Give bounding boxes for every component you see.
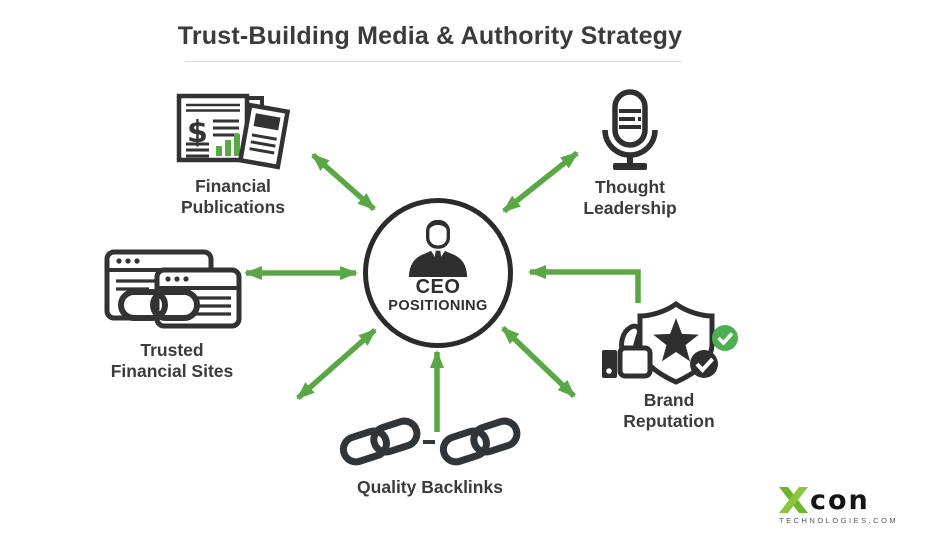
star-icon bbox=[653, 318, 699, 362]
ceo-label: CEO bbox=[415, 276, 461, 298]
trusted-financial-sites-label-line1: Trusted bbox=[140, 340, 204, 360]
thought-leadership-label-line2: Leadership bbox=[583, 197, 677, 218]
businessman-icon bbox=[408, 219, 468, 277]
quality-backlinks-label: Quality Backlinks bbox=[357, 477, 503, 497]
trusted-financial-sites-label-line2: Financial Sites bbox=[110, 360, 234, 381]
dark-check-icon bbox=[690, 350, 718, 378]
arrow-bottom-left bbox=[296, 327, 377, 401]
green-check-icon bbox=[712, 325, 738, 351]
node-brand-reputation: Brand Reputation bbox=[593, 298, 745, 431]
arrow-brand-reputation-elbow bbox=[528, 265, 641, 303]
financial-publications-icon: $ bbox=[176, 93, 291, 170]
thought-leadership-label-line1: Thought bbox=[595, 177, 665, 197]
linked-browsers-icon bbox=[104, 249, 242, 329]
logo-x-icon bbox=[779, 487, 808, 513]
chain-links-icon bbox=[339, 417, 521, 466]
brand-reputation-label-line2: Reputation bbox=[623, 410, 715, 431]
node-trusted-financial-sites: Trusted Financial Sites bbox=[90, 248, 254, 381]
shield-reputation-icon bbox=[602, 300, 738, 385]
thumbs-up-icon bbox=[602, 323, 653, 379]
arrow-thought-leadership bbox=[502, 150, 579, 214]
financial-publications-label-line2: Publications bbox=[180, 196, 286, 217]
arrow-bottom-right bbox=[501, 326, 576, 398]
positioning-label: POSITIONING bbox=[388, 298, 488, 314]
logo-tagline: TECHNOLOGIES.COM bbox=[779, 516, 899, 525]
node-quality-backlinks: Quality Backlinks bbox=[335, 412, 525, 498]
title-divider bbox=[185, 61, 682, 62]
svg-text:$: $ bbox=[187, 115, 208, 150]
node-financial-publications: $ bbox=[150, 92, 316, 217]
brand-logo: con TECHNOLOGIES.COM bbox=[779, 486, 909, 525]
logo-name: con bbox=[810, 484, 870, 516]
microphone-icon bbox=[602, 89, 658, 170]
node-ceo-positioning: CEO POSITIONING bbox=[363, 198, 513, 348]
node-thought-leadership: Thought Leadership bbox=[555, 88, 705, 218]
page-title: Trust-Building Media & Authority Strateg… bbox=[177, 22, 683, 50]
brand-reputation-label-line1: Brand bbox=[643, 390, 695, 410]
arrow-financial-publications bbox=[311, 152, 376, 212]
financial-publications-label-line1: Financial bbox=[195, 176, 271, 196]
